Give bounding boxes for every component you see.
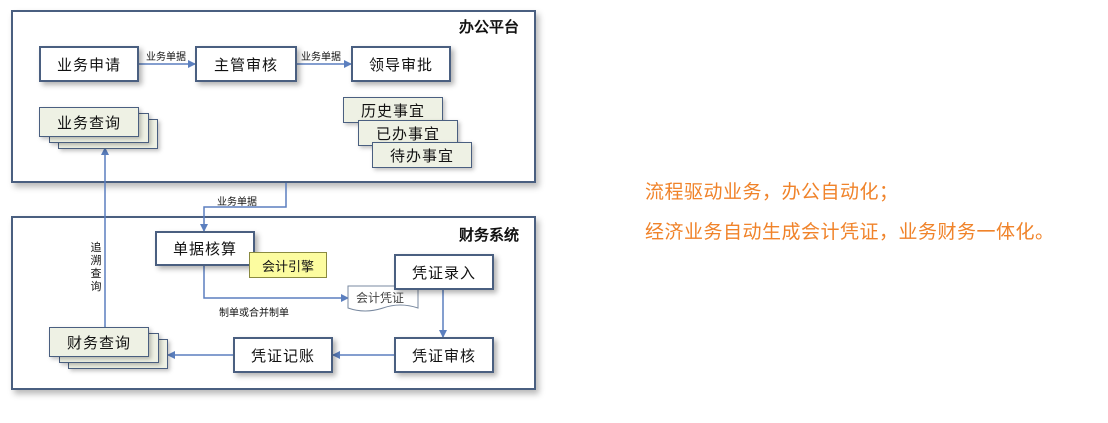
arrow-accounting-to-voucher <box>203 266 349 302</box>
arrow-label-business-doc-1: 业务单据 <box>146 52 186 63</box>
business-query-card: 业务查询 <box>39 107 139 137</box>
slogan-line-1: 流程驱动业务，办公自动化； <box>645 181 899 203</box>
business-apply-box: 业务申请 <box>39 46 139 82</box>
todo-items-card: 待办事宜 <box>372 142 472 168</box>
done-items-card: 已办事宜 <box>358 120 458 146</box>
trace-query-char: 追 <box>90 241 102 254</box>
office-platform-title: 办公平台 <box>459 18 520 36</box>
supervisor-review-box: 主管审核 <box>195 46 297 82</box>
voucher-review-box: 凭证审核 <box>394 337 494 373</box>
slogan-line-2: 经济业务自动生成会计凭证，业务财务一体化。 <box>645 221 1055 243</box>
accounting-voucher-label: 会计凭证 <box>356 291 405 305</box>
trace-query-char: 询 <box>90 280 102 293</box>
voucher-entry-box: 凭证录入 <box>394 254 494 290</box>
transfer-label: 业务单据 <box>217 197 257 208</box>
finance-system-title: 财务系统 <box>459 226 520 244</box>
accounting-voucher-document-shape <box>347 285 419 312</box>
history-items-card: 历史事宜 <box>343 97 443 123</box>
trace-query-char: 溯 <box>90 254 102 267</box>
trace-query-char: 查 <box>90 267 102 280</box>
accounting-engine-box: 会计引擎 <box>249 252 327 278</box>
finance-query-card: 财务查询 <box>49 327 149 357</box>
voucher-posting-box: 凭证记账 <box>233 337 333 373</box>
leader-approve-box: 领导审批 <box>351 46 451 82</box>
make-voucher-label: 制单或合并制单 <box>219 308 289 319</box>
trace-query-label: 追 溯 查 询 <box>89 241 103 293</box>
document-accounting-box: 单据核算 <box>155 231 255 266</box>
arrow-office-to-finance <box>200 183 287 232</box>
arrow-label-business-doc-2: 业务单据 <box>301 52 341 63</box>
